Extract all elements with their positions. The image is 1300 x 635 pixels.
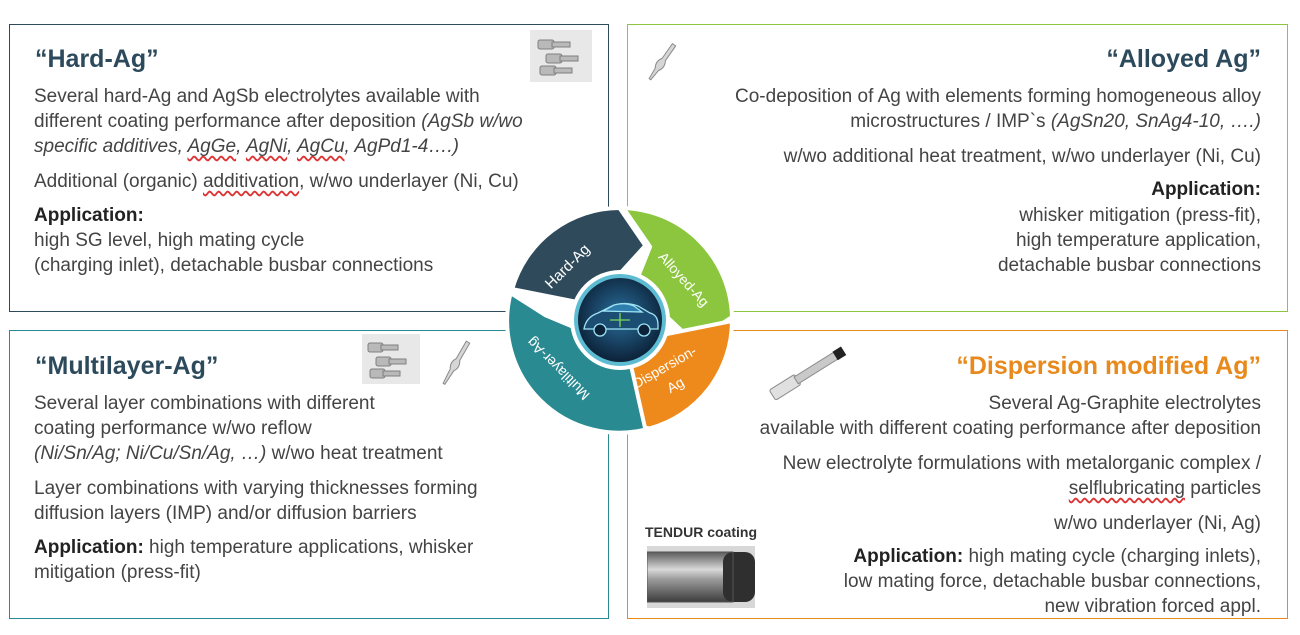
alloyed-ag-title: “Alloyed Ag” bbox=[1106, 45, 1261, 73]
dispersion-ag-selflubricating: selflubricating bbox=[1068, 478, 1185, 499]
tendur-coating-label: TENDUR coating bbox=[645, 524, 757, 540]
hard-ag-line4: Additional (organic) additivation, w/wo … bbox=[34, 169, 519, 194]
alloyed-ag-line3: w/wo additional heat treatment, w/wo und… bbox=[783, 146, 1261, 167]
multilayer-ag-application-label: Application: bbox=[34, 537, 144, 558]
pin-contact-icon bbox=[769, 346, 847, 401]
dispersion-ag-line3: New electrolyte formulations with metalo… bbox=[782, 453, 1261, 474]
hard-ag-line4-text: Additional (organic) bbox=[34, 171, 203, 192]
connector-terminals-icon bbox=[362, 334, 420, 384]
hard-ag-line2: different coating performance after depo… bbox=[34, 109, 523, 134]
hard-ag-agpd: AgPd1-4….) bbox=[354, 136, 459, 157]
multilayer-ag-line2: coating performance w/wo reflow bbox=[34, 418, 312, 439]
alloyed-ag-line2: microstructures / IMP`s (AgSn20, SnAg4-1… bbox=[850, 109, 1261, 134]
dispersion-ag-app3: new vibration forced appl. bbox=[1044, 596, 1261, 617]
hard-ag-title: “Hard-Ag” bbox=[35, 45, 159, 73]
hard-ag-agcu: AgCu bbox=[296, 136, 345, 157]
alloyed-ag-application-label: Application: bbox=[1151, 179, 1261, 200]
press-fit-pin-icon bbox=[648, 42, 677, 81]
multilayer-ag-app-line1: Application: high temperature applicatio… bbox=[34, 535, 473, 560]
multilayer-ag-panel: “Multilayer-Ag” Several layer combinatio… bbox=[9, 330, 609, 619]
alloyed-ag-panel: “Alloyed Ag” Co-deposition of Ag with el… bbox=[627, 24, 1288, 312]
hard-ag-app2: (charging inlet), detachable busbar conn… bbox=[34, 255, 434, 276]
alloyed-ag-line2-italic: (AgSn20, SnAg4-10, ….) bbox=[1050, 111, 1261, 132]
hard-ag-sep: , bbox=[344, 136, 355, 157]
hard-ag-sep: , bbox=[236, 136, 246, 157]
dispersion-ag-title: “Dispersion modified Ag” bbox=[956, 352, 1261, 380]
multilayer-ag-app1: high temperature applications, whisker bbox=[143, 537, 474, 558]
hard-ag-line2-text: different coating performance after depo… bbox=[34, 111, 422, 132]
multilayer-ag-line3-text: w/wo heat treatment bbox=[266, 443, 443, 464]
cycle-label-dispersion-line2: Ag bbox=[664, 374, 687, 396]
hard-ag-line1: Several hard-Ag and AgSb electrolytes av… bbox=[34, 86, 480, 107]
alloyed-ag-app3: detachable busbar connections bbox=[997, 255, 1261, 276]
dispersion-ag-line1: Several Ag-Graphite electrolytes bbox=[988, 393, 1261, 414]
multilayer-ag-line1: Several layer combinations with differen… bbox=[34, 393, 375, 414]
hard-ag-application-label: Application: bbox=[34, 205, 144, 226]
car-icon bbox=[583, 302, 659, 337]
multilayer-ag-line3: (Ni/Sn/Ag; Ni/Cu/Sn/Ag, …) w/wo heat tre… bbox=[34, 441, 443, 466]
hard-ag-agni: AgNi bbox=[245, 136, 288, 157]
dispersion-ag-line2: available with different coating perform… bbox=[759, 418, 1261, 439]
hard-ag-line4-tail: , w/wo underlayer (Ni, Cu) bbox=[299, 171, 519, 192]
dispersion-ag-app1: high mating cycle (charging inlets), bbox=[963, 546, 1261, 567]
hard-ag-agge: AgGe bbox=[187, 136, 237, 157]
coating-cycle-diagram: Hard-Ag Alloyed-Ag Dispersion- Ag Multil… bbox=[505, 205, 735, 435]
alloyed-ag-app2: high temperature application, bbox=[1015, 230, 1261, 251]
dispersion-ag-line5: w/wo underlayer (Ni, Ag) bbox=[1054, 513, 1261, 534]
multilayer-ag-app2: mitigation (press-fit) bbox=[34, 562, 201, 583]
connector-terminals-icon bbox=[530, 30, 592, 82]
alloyed-ag-app1: whisker mitigation (press-fit), bbox=[1019, 205, 1261, 226]
hard-ag-line3: specific additives, AgGe, AgNi, AgCu, Ag… bbox=[34, 134, 459, 159]
dispersion-ag-line4: selflubricating particles bbox=[1069, 476, 1261, 501]
multilayer-ag-title: “Multilayer-Ag” bbox=[35, 352, 219, 380]
hard-ag-additivation: additivation bbox=[202, 171, 300, 192]
dispersion-ag-app2: low mating force, detachable busbar conn… bbox=[843, 571, 1261, 592]
hard-ag-sep: , bbox=[287, 136, 297, 157]
multilayer-ag-line5: diffusion layers (IMP) and/or diffusion … bbox=[34, 503, 417, 524]
dispersion-ag-application-label: Application: bbox=[853, 546, 964, 567]
dispersion-ag-panel: “Dispersion modified Ag” Several Ag-Grap… bbox=[627, 330, 1288, 619]
press-fit-pin-icon bbox=[442, 340, 471, 385]
dispersion-ag-app-line1: Application: high mating cycle (charging… bbox=[853, 544, 1261, 569]
hard-ag-app1: high SG level, high mating cycle bbox=[34, 230, 305, 251]
hard-ag-line2-italic: (AgSb w/wo bbox=[421, 111, 523, 132]
hard-ag-line3-text: specific additives, bbox=[34, 136, 188, 157]
alloyed-ag-line1: Co-deposition of Ag with elements formin… bbox=[735, 86, 1261, 107]
hard-ag-panel: “Hard-Ag” Several hard-Ag and AgSb elect… bbox=[9, 24, 609, 312]
multilayer-ag-line3-italic: (Ni/Sn/Ag; Ni/Cu/Sn/Ag, …) bbox=[34, 443, 267, 464]
multilayer-ag-line4: Layer combinations with varying thicknes… bbox=[34, 478, 478, 499]
alloyed-ag-line2-text: microstructures / IMP`s bbox=[850, 111, 1051, 132]
dispersion-ag-line4-text: particles bbox=[1184, 478, 1261, 499]
tendur-coating-photo-icon bbox=[647, 546, 755, 608]
